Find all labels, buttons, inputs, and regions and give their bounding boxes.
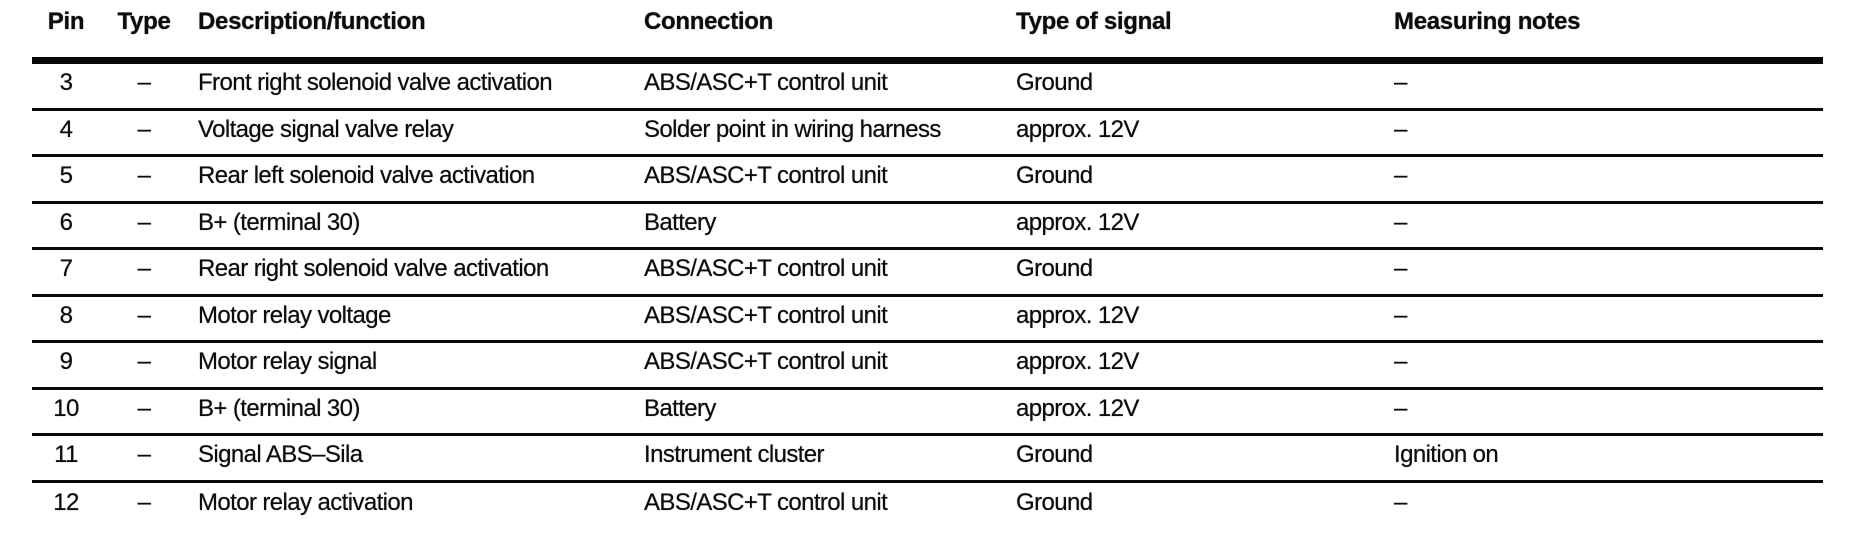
cell-type: – <box>137 115 151 143</box>
cell-pin: 11 <box>54 441 78 469</box>
cell-pin: 3 <box>59 69 73 97</box>
cell-signal: approx. 12V <box>1016 348 1139 376</box>
cell-type: – <box>137 348 151 376</box>
column-header-notes: Measuring notes <box>1394 8 1581 35</box>
cell-pin: 4 <box>59 115 73 143</box>
cell-description: Voltage signal valve relay <box>198 115 454 143</box>
cell-notes: – <box>1394 208 1407 236</box>
cell-connection: ABS/ASC+T control unit <box>644 255 888 283</box>
cell-connection: Battery <box>644 208 716 236</box>
table-row: 4 – Voltage signal valve relay Solder po… <box>32 111 1823 157</box>
table-row: 9 – Motor relay signal ABS/ASC+T control… <box>32 343 1823 390</box>
cell-signal: Ground <box>1016 441 1093 469</box>
column-header-connection: Connection <box>644 8 773 35</box>
cell-notes: – <box>1394 115 1407 143</box>
table-header-row: Pin Type Description/function Connection… <box>32 0 1823 64</box>
cell-notes: – <box>1394 489 1407 516</box>
column-header-pin: Pin <box>47 8 85 35</box>
cell-signal: approx. 12V <box>1016 208 1139 236</box>
cell-pin: 7 <box>59 255 73 283</box>
cell-notes: – <box>1394 255 1407 283</box>
table-row: 7 – Rear right solenoid valve activation… <box>32 250 1823 297</box>
column-header-signal: Type of signal <box>1016 8 1172 35</box>
cell-type: – <box>137 489 151 516</box>
column-header-type: Type <box>117 8 171 35</box>
cell-signal: Ground <box>1016 255 1093 283</box>
cell-signal: approx. 12V <box>1016 301 1139 329</box>
cell-signal: Ground <box>1016 489 1093 516</box>
cell-description: Motor relay signal <box>198 348 377 376</box>
cell-notes: Ignition on <box>1394 441 1499 469</box>
cell-pin: 12 <box>53 489 79 516</box>
cell-connection: Solder point in wiring harness <box>644 115 941 143</box>
table-row: 3 – Front right solenoid valve activatio… <box>32 64 1823 111</box>
cell-connection: ABS/ASC+T control unit <box>644 162 888 190</box>
cell-type: – <box>137 162 151 190</box>
cell-description: Signal ABS–Sila <box>198 441 363 469</box>
cell-description: Front right solenoid valve activation <box>198 69 553 97</box>
cell-signal: Ground <box>1016 162 1093 190</box>
cell-pin: 6 <box>59 208 73 236</box>
cell-notes: – <box>1394 301 1407 329</box>
cell-signal: approx. 12V <box>1016 394 1139 422</box>
cell-type: – <box>137 208 151 236</box>
cell-type: – <box>137 255 151 283</box>
cell-description: Motor relay activation <box>198 489 414 516</box>
cell-connection: ABS/ASC+T control unit <box>644 301 888 329</box>
cell-type: – <box>137 441 151 469</box>
cell-pin: 8 <box>59 301 73 329</box>
cell-description: B+ (terminal 30) <box>198 394 360 422</box>
cell-connection: Battery <box>644 394 716 422</box>
cell-connection: Instrument cluster <box>644 441 825 469</box>
cell-signal: Ground <box>1016 69 1093 97</box>
cell-notes: – <box>1394 162 1407 190</box>
table-row: 6 – B+ (terminal 30) Battery approx. 12V… <box>32 204 1823 250</box>
cell-description: B+ (terminal 30) <box>198 208 360 236</box>
cell-type: – <box>137 394 151 422</box>
pin-assignment-table: Pin Type Description/function Connection… <box>32 0 1823 529</box>
table-row: 5 – Rear left solenoid valve activation … <box>32 157 1823 204</box>
table-row: 8 – Motor relay voltage ABS/ASC+T contro… <box>32 297 1823 343</box>
cell-description: Motor relay voltage <box>198 301 391 329</box>
cell-connection: ABS/ASC+T control unit <box>644 69 888 97</box>
table-row: 10 – B+ (terminal 30) Battery approx. 12… <box>32 390 1823 436</box>
cell-notes: – <box>1394 69 1407 97</box>
table-row: 12 – Motor relay activation ABS/ASC+T co… <box>32 483 1823 529</box>
cell-connection: ABS/ASC+T control unit <box>644 489 888 516</box>
column-header-description: Description/function <box>198 8 426 35</box>
cell-pin: 5 <box>59 162 73 190</box>
cell-connection: ABS/ASC+T control unit <box>644 348 888 376</box>
cell-pin: 10 <box>53 394 79 422</box>
cell-notes: – <box>1394 348 1407 376</box>
cell-description: Rear left solenoid valve activation <box>198 162 535 190</box>
table-row: 11 – Signal ABS–Sila Instrument cluster … <box>32 436 1823 483</box>
cell-type: – <box>137 69 151 97</box>
cell-signal: approx. 12V <box>1016 115 1139 143</box>
cell-pin: 9 <box>59 348 73 376</box>
cell-notes: – <box>1394 394 1407 422</box>
cell-description: Rear right solenoid valve activation <box>198 255 549 283</box>
cell-type: – <box>137 301 151 329</box>
